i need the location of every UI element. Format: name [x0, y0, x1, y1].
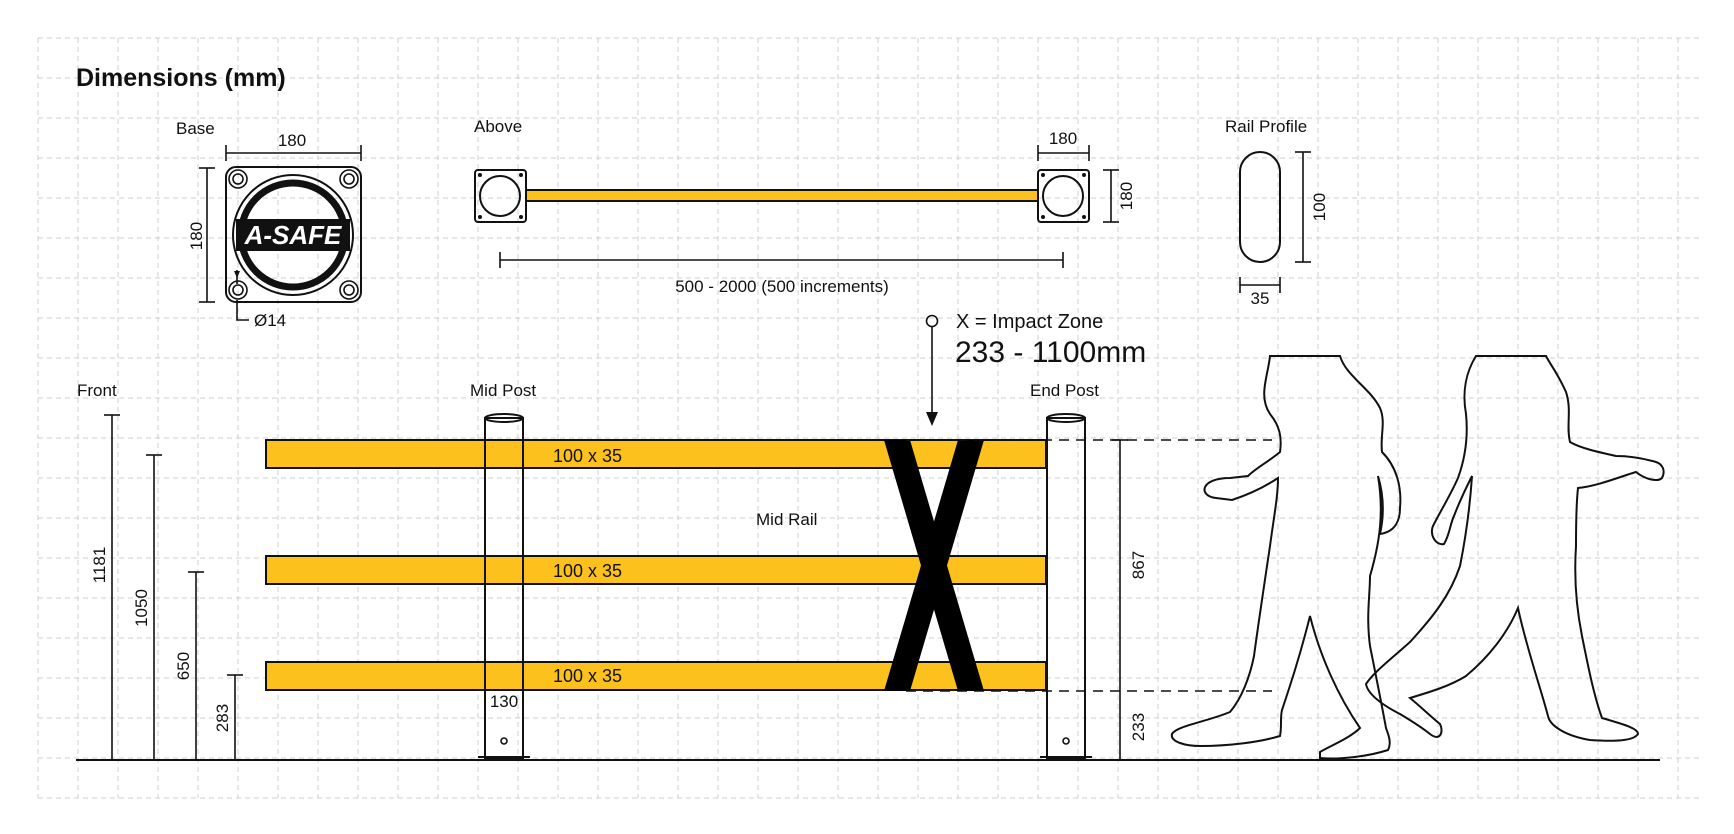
base-label: Base [176, 119, 215, 138]
above-length-dimension: 500 - 2000 (500 increments) [499, 252, 1064, 296]
impact-zone-cross-icon [884, 440, 984, 691]
height-label-1050: 1050 [132, 589, 151, 627]
base-height-label: 180 [187, 222, 206, 250]
front-rail-bottom [265, 661, 1047, 691]
page-title: Dimensions (mm) [76, 64, 286, 92]
rail-size-label-middle: 100 x 35 [553, 561, 622, 581]
base-width-dimension: 180 [225, 131, 362, 161]
mid-post-label: Mid Post [470, 381, 536, 400]
hole-callout: Ø14 [234, 270, 286, 330]
rails-group [265, 439, 1047, 691]
impact-zone-callout: X = Impact Zone 233 - 1100mm [925, 311, 1146, 426]
base-width-label: 180 [278, 131, 306, 150]
a-safe-logo-icon: A-SAFE [236, 219, 350, 251]
front-rail-middle [265, 555, 1047, 585]
above-post-height-dimension: 180 [1103, 169, 1136, 223]
rail-profile-shape [1239, 151, 1281, 263]
base-plate: A-SAFE [225, 166, 362, 303]
height-label-283: 283 [213, 704, 232, 732]
front-view: Front Mid Post End Post 130 100 x 35 100… [76, 355, 1665, 761]
rail-size-label-bottom: 100 x 35 [553, 666, 622, 686]
front-label: Front [77, 381, 117, 400]
above-post-width-dimension: 180 [1037, 129, 1090, 161]
post-diameter-label: 130 [490, 692, 518, 711]
walking-person-icon [1364, 355, 1665, 742]
height-label-1181: 1181 [90, 547, 109, 584]
hole-diameter-label: Ø14 [254, 311, 286, 330]
logo-text: A-SAFE [244, 220, 342, 250]
base-view: Base 180 180 A-SAFE [176, 119, 362, 330]
zone-height-label: 867 [1129, 551, 1148, 579]
impact-zone-range: 233 - 1100mm [955, 336, 1146, 369]
above-post-height-label: 180 [1117, 182, 1136, 210]
height-label-650: 650 [174, 652, 193, 680]
rail-profile-width-label: 35 [1251, 289, 1270, 308]
rail-profile-height-label: 100 [1310, 193, 1329, 221]
above-length-label: 500 - 2000 (500 increments) [675, 277, 889, 296]
end-post [1038, 413, 1094, 761]
zone-dimension: 867 233 [1112, 439, 1148, 760]
impact-zone-legend: X = Impact Zone [956, 311, 1103, 333]
above-post-width-label: 180 [1049, 129, 1077, 148]
rail-size-label-top: 100 x 35 [553, 446, 622, 466]
above-rail [525, 189, 1039, 202]
walking-person-icon [1170, 355, 1402, 760]
height-dimensions: 1181 1050 650 283 [90, 414, 243, 760]
base-height-dimension: 180 [187, 167, 215, 303]
zone-base-label: 233 [1129, 713, 1148, 741]
above-view: Above 180 180 500 - [474, 117, 1136, 296]
rail-profile-label: Rail Profile [1225, 117, 1307, 136]
mid-rail-label: Mid Rail [756, 510, 817, 529]
rail-profile-view: Rail Profile 100 35 [1225, 117, 1329, 308]
front-rail-top [265, 439, 1047, 469]
above-label: Above [474, 117, 522, 136]
end-post-label: End Post [1030, 381, 1099, 400]
